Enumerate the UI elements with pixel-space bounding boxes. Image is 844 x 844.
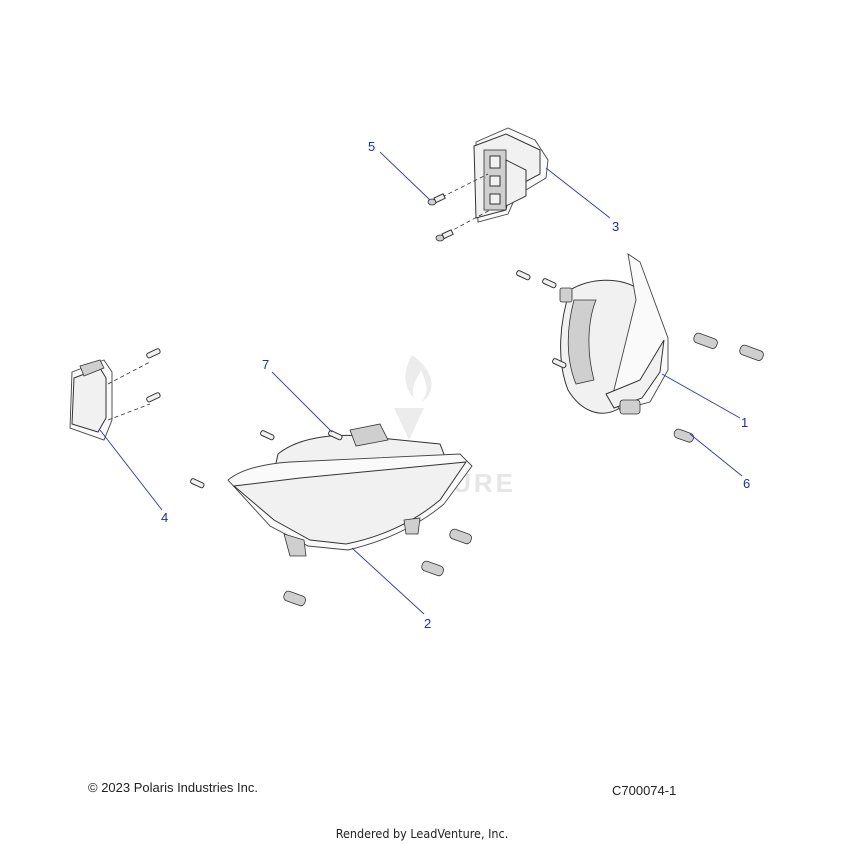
v-logo-icon (394, 408, 424, 440)
springs-left (283, 528, 472, 607)
leader-6 (689, 433, 743, 477)
leader-5 (379, 151, 431, 201)
callout-6[interactable]: 6 (743, 476, 750, 491)
leader-1 (661, 373, 741, 419)
drawing-id: C700074-1 (612, 783, 677, 798)
callout-4[interactable]: 4 (161, 510, 168, 525)
flame-icon (405, 355, 432, 402)
callout-2[interactable]: 2 (424, 616, 431, 631)
callout-5[interactable]: 5 (368, 139, 375, 154)
callout-labels: 1 2 3 4 5 6 7 (161, 139, 750, 631)
part-3-rear-lamp (473, 127, 549, 223)
callout-7[interactable]: 7 (262, 357, 269, 372)
springs-right (673, 332, 764, 443)
screws-part-3 (427, 173, 491, 242)
screws-part-2 (190, 430, 343, 489)
leader-7 (271, 371, 333, 433)
rendered-by-text: Rendered by LeadVenture, Inc. (335, 826, 509, 841)
leader-4 (99, 429, 163, 511)
callout-3[interactable]: 3 (612, 219, 619, 234)
leader-2 (351, 547, 425, 615)
part-2-headlight-left (227, 423, 473, 557)
screws-part-4 (107, 348, 161, 421)
part-4-side-lamp (69, 359, 113, 441)
part-1-headlight-right (559, 253, 669, 415)
leader-3 (545, 167, 611, 219)
copyright-text: © 2023 Polaris Industries Inc. (88, 780, 258, 795)
screws-part-1 (516, 270, 567, 369)
leader-lines (99, 151, 743, 615)
callout-1[interactable]: 1 (741, 415, 748, 430)
